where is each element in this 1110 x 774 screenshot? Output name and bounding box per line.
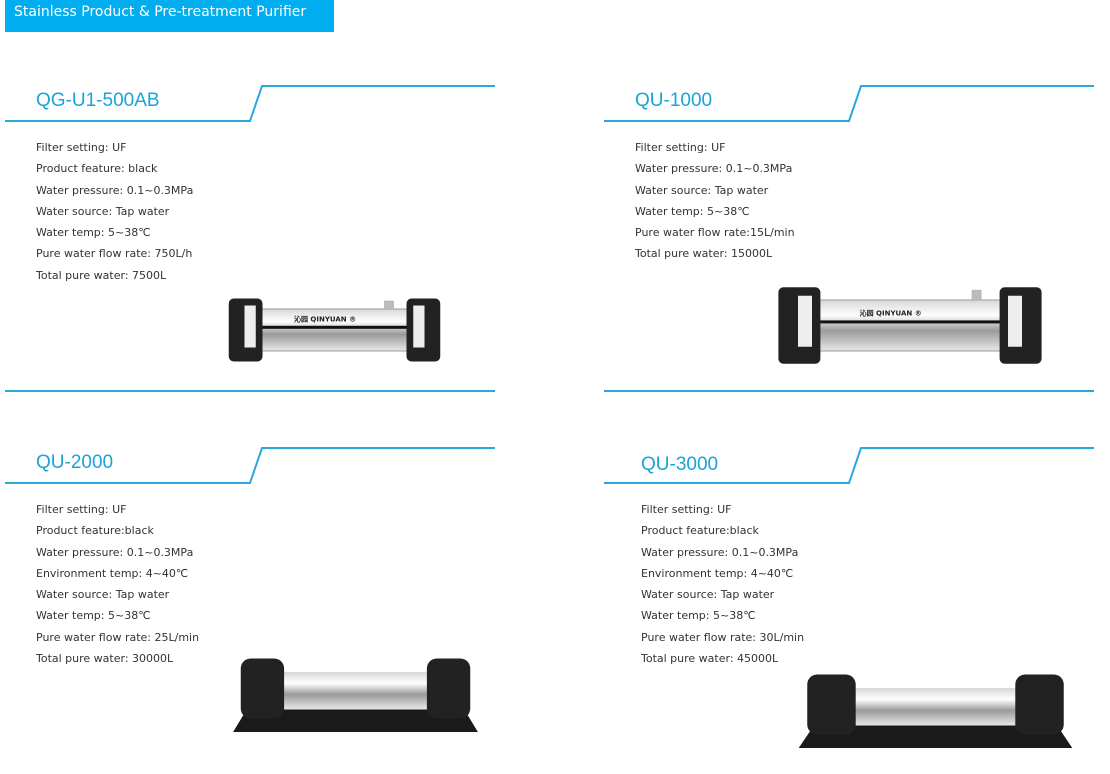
spec-line: Total pure water: 45000L <box>641 652 779 666</box>
product-specs: Filter setting: UF Product feature: black… <box>36 137 193 286</box>
product-model-title: QU-1000 <box>635 90 713 111</box>
spec-line: Filter setting: UF <box>36 503 127 516</box>
spec-line: Pure water flow rate: 750L/h <box>36 247 193 261</box>
spec-line: Water source: Tap water <box>36 588 170 602</box>
spec-line: Pure water flow rate:15L/min <box>635 226 795 240</box>
spec-line: Water source: Tap water <box>635 183 769 197</box>
section-header-line <box>5 447 495 484</box>
section-header-line <box>604 447 1094 484</box>
spec-line: Water temp: 5~38℃ <box>36 609 151 623</box>
spec-line: Pure water flow rate: 30L/min <box>641 630 805 644</box>
spec-line: Total pure water: 15000L <box>635 247 773 261</box>
page-banner: Stainless Product & Pre-treatment Purifi… <box>5 0 334 32</box>
brand-logo: 沁园 QINYUAN ® <box>294 315 356 324</box>
brand-logo: 沁园 QINYUAN ® <box>860 308 922 317</box>
product-specs: Filter setting: UF Water pressure: 0.1~0.… <box>635 137 795 265</box>
section-header-line <box>5 85 495 122</box>
spec-line: Pure water flow rate: 25L/min <box>36 630 200 644</box>
spec-line: Environment temp: 4~40℃ <box>641 566 794 580</box>
spec-line: Water source: Tap water <box>36 204 170 218</box>
section-divider <box>5 390 495 392</box>
spec-line: Environment temp: 4~40℃ <box>36 566 189 580</box>
product-card: QG-U1-500AB Filter setting: UF Product fea… <box>5 82 495 412</box>
spec-line: Water temp: 5~38℃ <box>641 609 756 623</box>
spec-line: Total pure water: 30000L <box>36 652 174 666</box>
spec-line: Product feature: black <box>36 162 158 176</box>
spec-line: Water temp: 5~38℃ <box>635 204 750 218</box>
spec-line: Water pressure: 0.1~0.3MPa <box>641 545 799 559</box>
product-image: 沁园 QINYUAN ® <box>778 287 1042 364</box>
spec-line: Filter setting: UF <box>641 503 732 516</box>
spec-line: Product feature:black <box>641 524 759 538</box>
spec-line: Total pure water: 7500L <box>36 268 167 282</box>
section-header-line <box>604 85 1094 122</box>
product-model-title: QG-U1-500AB <box>36 90 160 111</box>
section-divider <box>604 390 1094 392</box>
product-model-title: QU-2000 <box>36 452 114 473</box>
spec-line: Water pressure: 0.1~0.3MPa <box>36 183 194 197</box>
product-image: 沁园 QINYUAN ® <box>228 298 441 362</box>
spec-line: Water temp: 5~38℃ <box>36 226 151 240</box>
spec-line: Water source: Tap water <box>641 588 775 602</box>
spec-line: Filter setting: UF <box>36 141 127 154</box>
product-image <box>233 658 478 732</box>
spec-line: Product feature:black <box>36 524 154 538</box>
spec-line: Water pressure: 0.1~0.3MPa <box>36 545 194 559</box>
product-model-title: QU-3000 <box>641 454 719 475</box>
spec-line: Filter setting: UF <box>635 141 726 154</box>
product-image <box>798 674 1073 748</box>
spec-line: Water pressure: 0.1~0.3MPa <box>635 162 793 176</box>
